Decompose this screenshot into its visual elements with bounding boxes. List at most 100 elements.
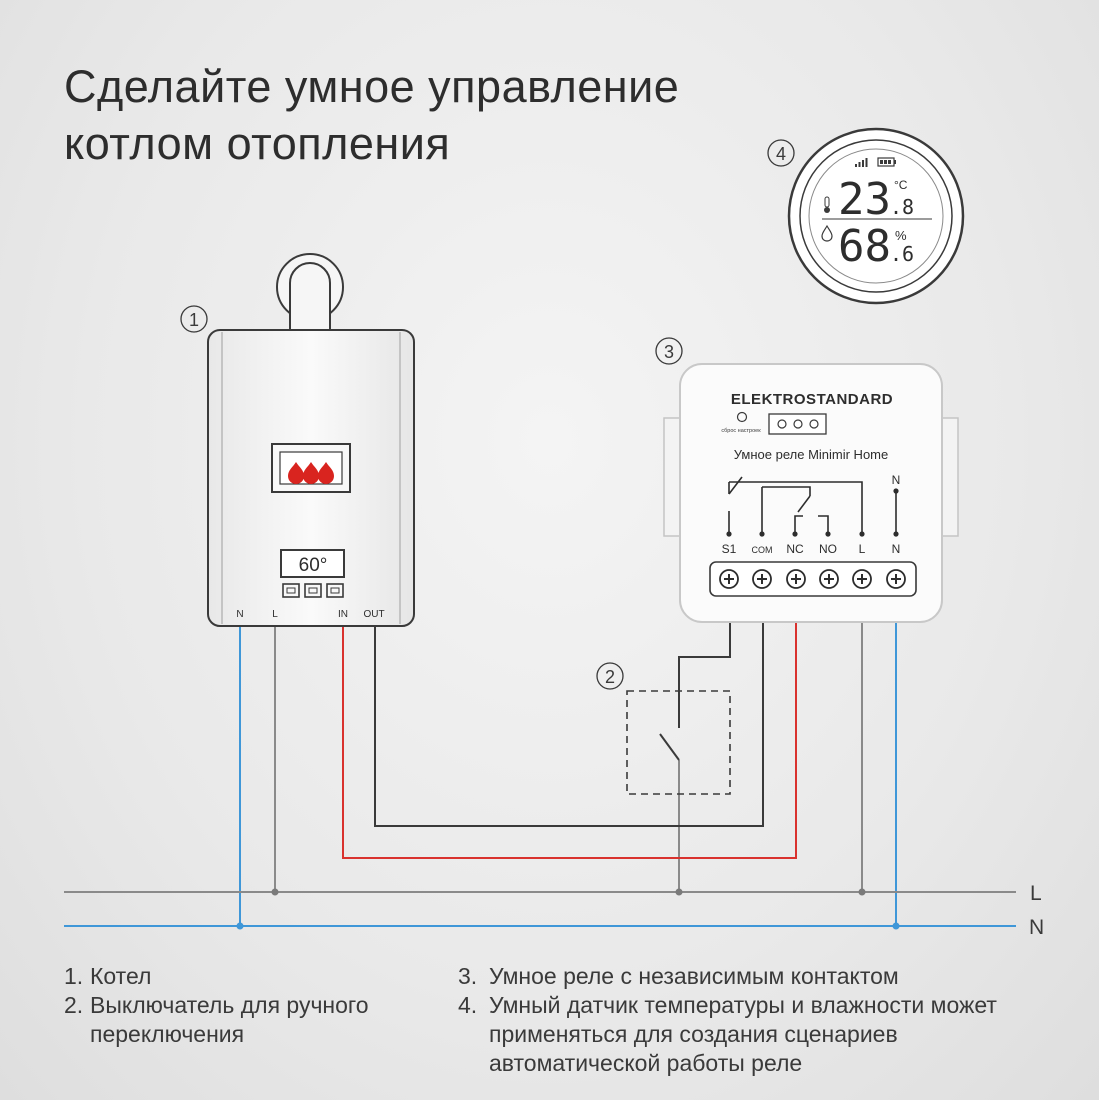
schematic-dot bbox=[825, 531, 831, 537]
boiler-buttons bbox=[282, 583, 344, 598]
legend-number: 2. bbox=[64, 992, 84, 1018]
legend-number: 3. bbox=[458, 963, 478, 989]
callout-circle bbox=[596, 662, 624, 690]
title-line-1: Сделайте умное управление bbox=[64, 61, 680, 112]
line-bus-label: L bbox=[1030, 882, 1042, 905]
legend-item: 1. Котел bbox=[64, 962, 424, 991]
relay-schematic bbox=[728, 476, 897, 534]
legend-number: 4. bbox=[458, 992, 478, 1018]
schematic-dot bbox=[859, 531, 865, 537]
callout-number: 3 bbox=[664, 342, 674, 362]
relay-model: Умное реле Minimir Home bbox=[734, 447, 889, 462]
sensor-humidity-decimal: .6 bbox=[890, 242, 914, 266]
boiler-button-inner bbox=[286, 587, 296, 594]
callout-number: 1 bbox=[189, 310, 199, 330]
sensor-humidity-value: 68 bbox=[838, 221, 891, 272]
schematic-dot bbox=[792, 531, 798, 537]
sensor-temperature-unit: °C bbox=[894, 178, 908, 192]
flame-icon bbox=[303, 462, 319, 484]
terminal-label: NC bbox=[786, 542, 804, 556]
terminal-label: NO bbox=[819, 542, 837, 556]
flame-icon bbox=[318, 462, 334, 484]
thermometer-icon bbox=[824, 196, 830, 213]
relay-schematic-dots bbox=[726, 488, 899, 537]
wires bbox=[64, 622, 1016, 927]
nc-line bbox=[794, 515, 803, 534]
boiler: 60° N L IN OUT bbox=[207, 253, 415, 627]
terminal-label: N bbox=[892, 542, 901, 556]
reset-label: сброс настроек bbox=[721, 428, 761, 434]
relay-body bbox=[679, 363, 943, 623]
callout-number: 2 bbox=[605, 667, 615, 687]
sensor-temperature-value: 23 bbox=[838, 174, 891, 225]
smart-relay: ELEKTROSTANDARD сброс настроек Умное рел… bbox=[663, 363, 959, 623]
sensor-screen bbox=[808, 148, 944, 284]
callout-4: 4 bbox=[767, 139, 795, 167]
temperature-display bbox=[280, 549, 345, 578]
sensor-humidity-unit: % bbox=[895, 228, 907, 243]
boiler-terminal-labels: N L IN OUT bbox=[236, 609, 384, 620]
page-title: Сделайте умное управление котлом отоплен… bbox=[64, 58, 679, 172]
led-indicator bbox=[777, 419, 787, 429]
terminal-block bbox=[709, 561, 917, 597]
terminal-label: S1 bbox=[722, 542, 737, 556]
manual-switch bbox=[626, 690, 731, 795]
boiler-button[interactable] bbox=[304, 583, 322, 598]
legend-item: 4. Умный датчик температуры и влажности … bbox=[458, 991, 1058, 1078]
flame-icons bbox=[288, 462, 334, 484]
switch-s1-wire bbox=[678, 622, 731, 728]
boiler-button[interactable] bbox=[326, 583, 344, 598]
legend-text: Умное реле с независимым контактом bbox=[489, 963, 899, 989]
s1-contact-blade bbox=[728, 476, 743, 495]
relay-terminal-labels: S1 COM NC NO L N bbox=[722, 542, 901, 556]
schematic-dot bbox=[893, 488, 899, 494]
relay-top-terminal-label: N bbox=[892, 473, 901, 487]
boiler-button-inner bbox=[330, 587, 340, 594]
sensor-temperature-decimal: .8 bbox=[890, 195, 914, 219]
title-line-2: котлом отопления bbox=[64, 118, 451, 169]
boiler-button[interactable] bbox=[282, 583, 300, 598]
callout-3: 3 bbox=[655, 337, 683, 365]
switch-box bbox=[626, 690, 731, 795]
junction-dot bbox=[271, 888, 279, 896]
legend-number: 1. bbox=[64, 963, 84, 989]
l-line bbox=[729, 481, 863, 534]
relay-switch-blade bbox=[797, 495, 811, 513]
callout-circle bbox=[180, 305, 208, 333]
boiler-flue-pipe bbox=[289, 262, 331, 333]
callout-circle bbox=[655, 337, 683, 365]
legend-column-left: 1. Котел 2. Выключатель для ручного пере… bbox=[64, 962, 424, 1049]
terminal-screw bbox=[819, 569, 839, 589]
flame-icon bbox=[288, 462, 304, 484]
relay-brand: ELEKTROSTANDARD bbox=[731, 391, 893, 408]
terminal-label: COM bbox=[752, 545, 773, 555]
terminal-screw bbox=[786, 569, 806, 589]
no-line bbox=[818, 515, 829, 534]
neutral-bus-label: N bbox=[1029, 916, 1044, 939]
terminal-screw bbox=[752, 569, 772, 589]
callout-2: 2 bbox=[596, 662, 624, 690]
temperature-readout: 60° bbox=[299, 555, 328, 576]
reset-hole-icon[interactable] bbox=[736, 411, 748, 423]
junction-dot bbox=[236, 922, 244, 930]
led-indicator bbox=[793, 419, 803, 429]
terminal-screw bbox=[852, 569, 872, 589]
callout-1: 1 bbox=[180, 305, 208, 333]
boiler-out-wire bbox=[374, 622, 764, 827]
terminal-label: L bbox=[859, 542, 866, 556]
led-indicator bbox=[809, 419, 819, 429]
battery-icon bbox=[877, 157, 896, 167]
legend-text: Выключатель для ручного переключения bbox=[90, 992, 369, 1047]
junction-dot bbox=[858, 888, 866, 896]
terminal-screws bbox=[719, 569, 906, 589]
legend-column-right: 3. Умное реле с независимым контактом 4.… bbox=[458, 962, 1058, 1078]
terminal-screw bbox=[886, 569, 906, 589]
legend-item: 3. Умное реле с независимым контактом bbox=[458, 962, 1058, 991]
schematic-dot bbox=[893, 531, 899, 537]
schematic-dot bbox=[726, 531, 732, 537]
signal-icon bbox=[855, 158, 868, 167]
legend-item: 2. Выключатель для ручного переключения bbox=[64, 991, 424, 1049]
boiler-button-inner bbox=[308, 587, 318, 594]
terminal-label: L bbox=[272, 609, 278, 620]
temperature-humidity-sensor: 23 .8 °C 68 .6 % bbox=[787, 127, 965, 305]
